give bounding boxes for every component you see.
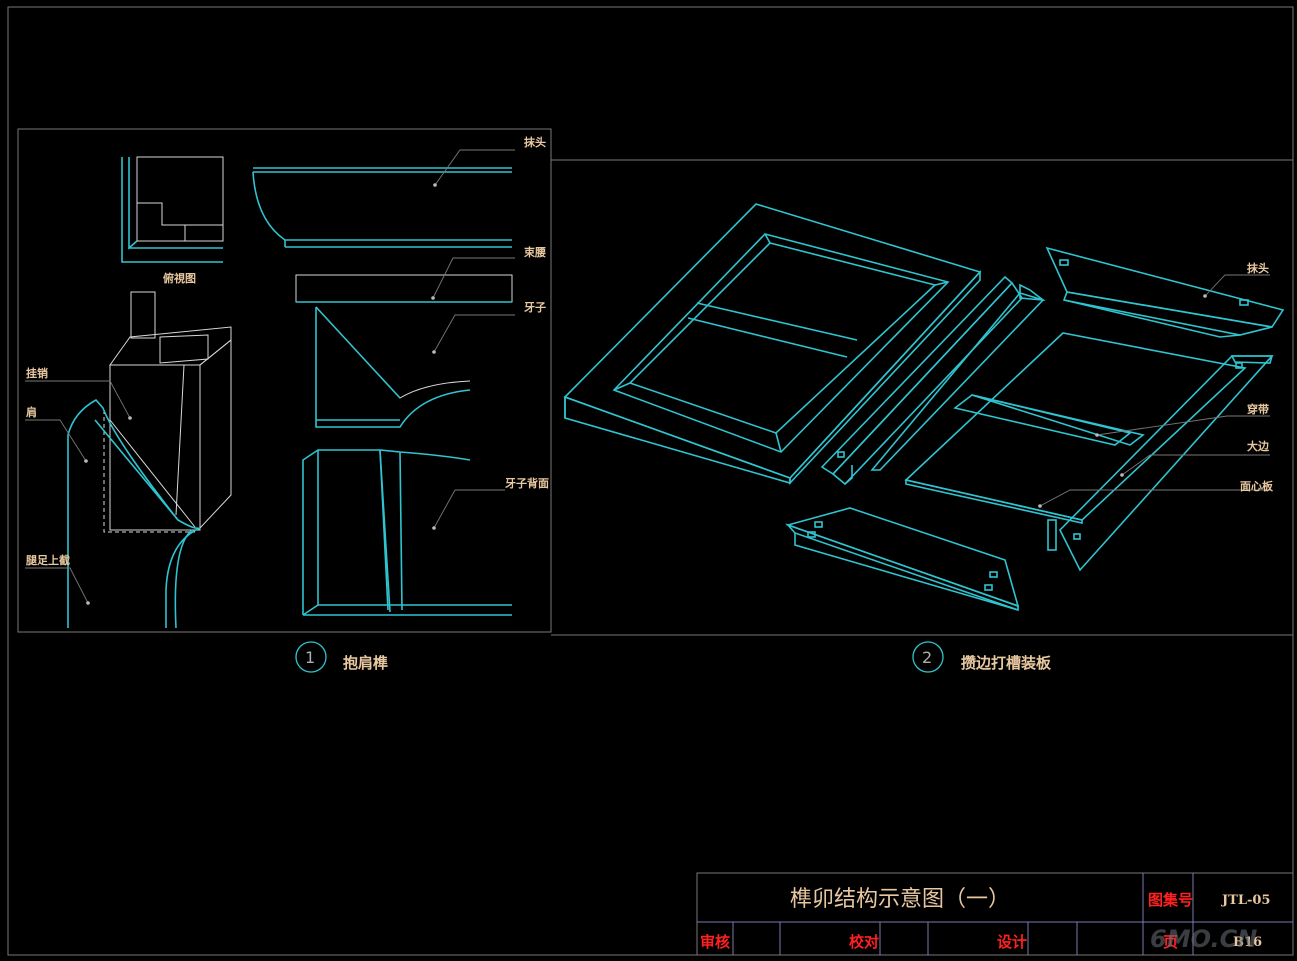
figure-1-frame xyxy=(17,128,552,633)
page-number: B16 xyxy=(1233,935,1262,950)
label-da-bian: 大边 xyxy=(1247,439,1270,453)
page-label: 页 xyxy=(1163,933,1178,951)
drawing-no: JTL-05 xyxy=(1221,893,1270,908)
side-rail xyxy=(820,275,1046,486)
label-gua-xiao: 挂销 xyxy=(26,366,48,380)
apron-parts xyxy=(252,167,513,616)
label-ya-zi-bei-mian: 牙子背面 xyxy=(505,476,549,490)
top-view-inset xyxy=(121,156,224,263)
figure-1: 俯視图 xyxy=(17,128,552,673)
long-rail-right xyxy=(1059,355,1274,572)
title-block xyxy=(696,872,1294,956)
label-tui-zu: 腿足上截 xyxy=(26,553,70,567)
label-zhu-tou-2: 抹头 xyxy=(1247,261,1269,275)
checker-label: 校对 xyxy=(849,933,879,951)
figure-2-number: 2 xyxy=(922,648,932,667)
figure-1-number-circle xyxy=(295,641,327,673)
label-jian: 肩 xyxy=(26,405,37,419)
drawing-no-label: 图集号 xyxy=(1148,891,1193,909)
label-ya-zi: 牙子 xyxy=(524,301,546,314)
label-shu-yao: 束腰 xyxy=(524,245,546,259)
sheet-border xyxy=(7,6,1294,956)
end-rail-bottom xyxy=(785,507,1020,612)
figure-2: 抹头 穿带 大边 面心板 2 攒边打槽装板 xyxy=(551,159,1293,673)
sheet-title: 榫卯结构示意图（一） xyxy=(790,887,1010,912)
watermark: 6MO.CN xyxy=(1150,925,1257,953)
leg-assembly xyxy=(67,291,232,629)
label-mian-xin-ban: 面心板 xyxy=(1240,479,1274,493)
end-rail-top xyxy=(1045,246,1285,338)
figure-2-caption: 攒边打槽装板 xyxy=(961,654,1052,672)
reviewer-label: 审核 xyxy=(700,933,730,951)
figure-1-caption: 抱肩榫 xyxy=(343,654,388,672)
designer-label: 设计 xyxy=(997,933,1027,951)
panel-board xyxy=(904,332,1247,551)
label-chuan-dai: 穿带 xyxy=(1247,402,1269,416)
figure-2-leaders xyxy=(1038,274,1270,508)
top-view-caption: 俯視图 xyxy=(163,271,196,285)
figure-1-number: 1 xyxy=(305,648,315,667)
assembled-frame xyxy=(563,203,982,486)
figure-1-leaders xyxy=(25,149,515,605)
label-zhu-tou-1: 抹头 xyxy=(524,135,546,149)
figure-2-number-circle xyxy=(912,641,944,673)
